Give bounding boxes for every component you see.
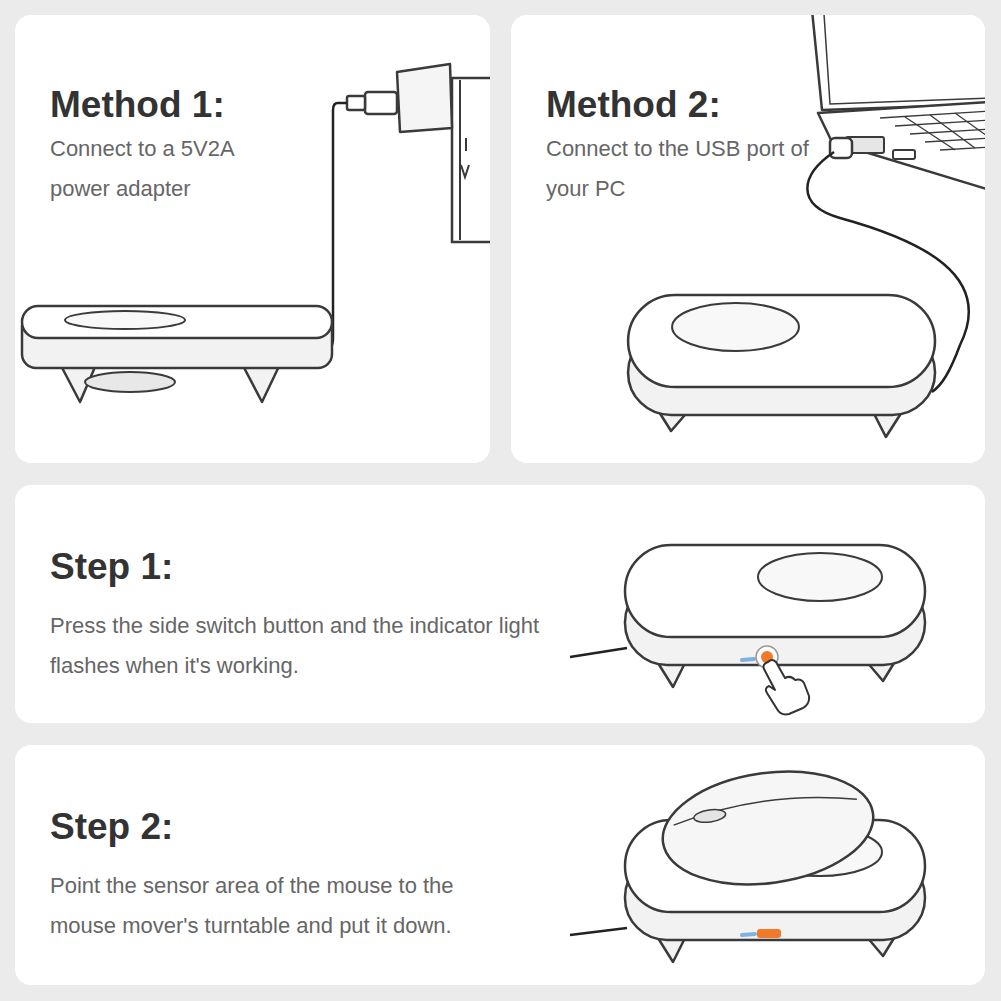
panel-heading: Method 2: [546,83,985,127]
panel-heading: Step 2: [50,805,985,849]
instruction-panel: Step 2: Point the sensor area of the mous… [15,745,985,985]
instruction-panel: Step 1: Press the side switch button and … [15,485,985,723]
panel-heading: Method 1: [50,83,490,127]
usb-pc-figure [628,15,985,437]
panel-body: Press the side switch button and the ind… [50,606,575,686]
power-adapter-figure [22,64,490,402]
instruction-panel: Method 2:Connect to the USB port of your… [511,15,985,463]
panel-body: Point the sensor area of the mouse to th… [50,866,515,946]
panel-body: Connect to a 5V2A power adapter [50,129,275,209]
panel-heading: Step 1: [50,545,985,589]
switch-figure [570,545,925,714]
instruction-panel: Method 1:Connect to a 5V2A power adapter [15,15,490,463]
panel-body: Connect to the USB port of your PC [546,129,816,209]
mouse-figure [570,759,925,962]
